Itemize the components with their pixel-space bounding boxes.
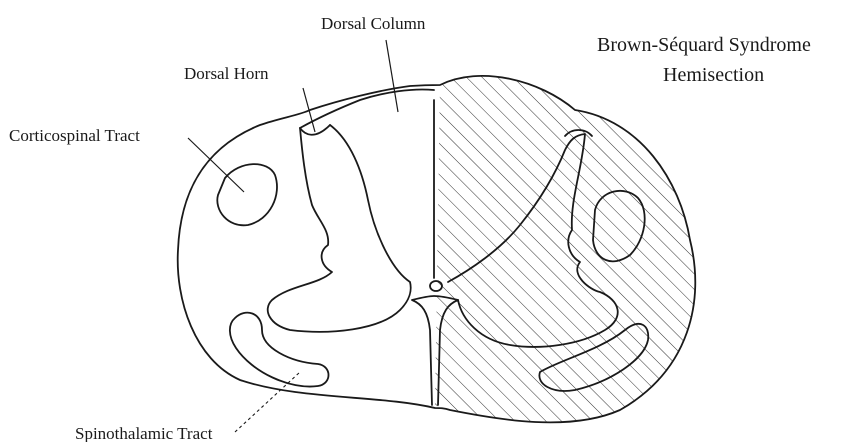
hemisection-hatch	[435, 76, 695, 423]
corticospinal-leader	[188, 138, 244, 192]
diagram-title-line2: Hemisection	[663, 64, 764, 86]
corticospinal-tract-label: Corticospinal Tract	[9, 126, 140, 145]
diagram-title-line1: Brown-Séquard Syndrome	[597, 34, 811, 56]
left-corticospinal-tract	[217, 164, 277, 225]
dorsal-column-leader	[386, 40, 398, 112]
left-gray-boundary	[268, 125, 411, 332]
left-spinothalamic-tract	[230, 313, 329, 387]
left-dorsal-column	[300, 89, 434, 128]
dorsal-column-label: Dorsal Column	[321, 14, 426, 33]
spinothalamic-tract-label: Spinothalamic Tract	[75, 424, 213, 442]
dorsal-horn-label: Dorsal Horn	[184, 64, 269, 83]
